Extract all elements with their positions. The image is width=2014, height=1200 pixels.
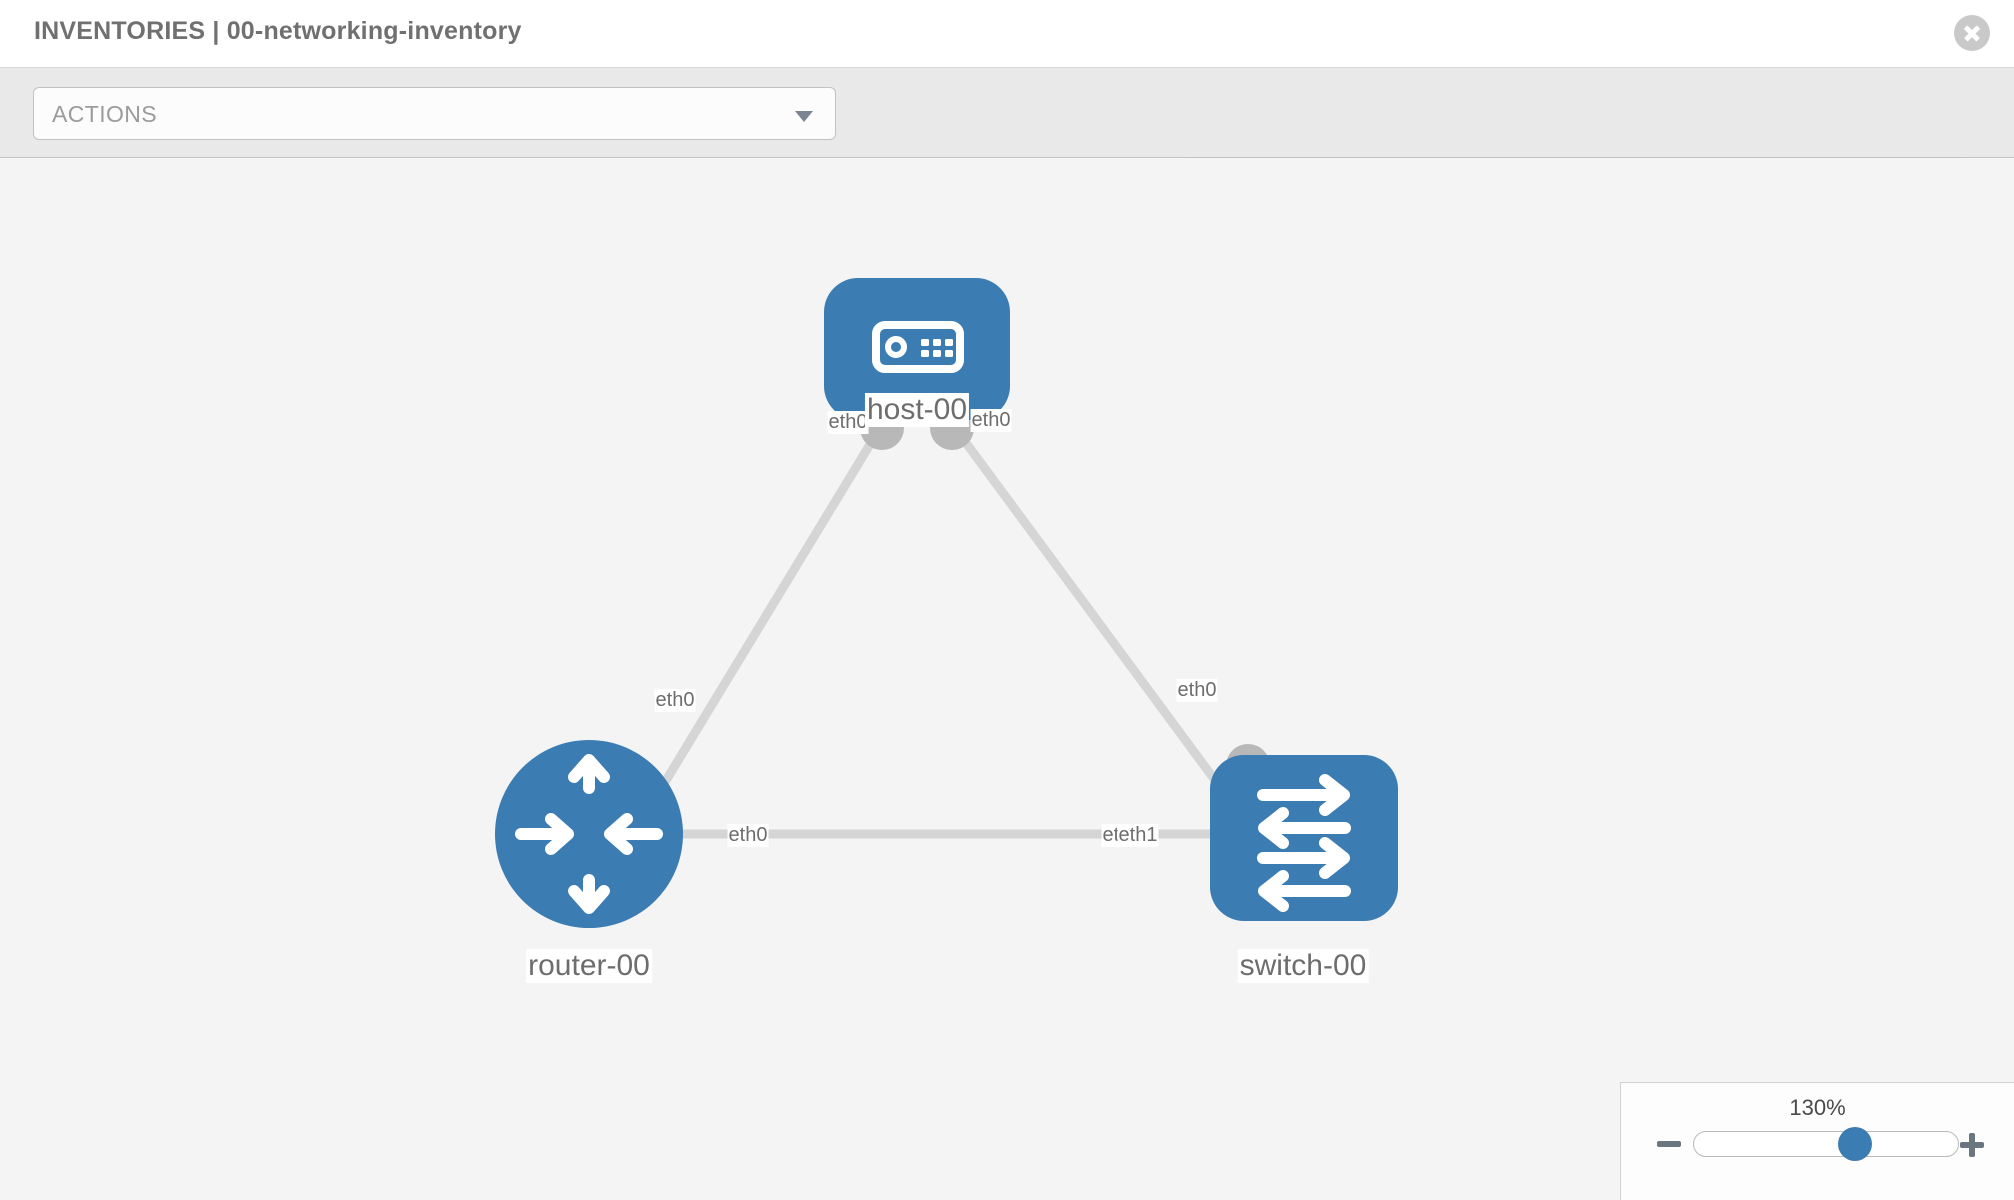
node-router-00[interactable] [495, 740, 683, 928]
interface-label-router-host: eth0 [654, 689, 696, 712]
router-arrows-icon [515, 754, 663, 914]
interface-label-host-switch: eth0 [970, 409, 1012, 432]
node-label-host-00: host-00 [864, 393, 970, 427]
minus-icon[interactable] [1654, 1129, 1684, 1159]
page-title: INVENTORIES | 00-networking-inventory [34, 17, 522, 45]
toolbar: ACTIONS SEARCH [0, 68, 2014, 211]
topology-canvas[interactable]: eth0 eth0 eth0 eth0 eth0 eth0 eth1 host-… [0, 158, 2014, 1200]
node-switch-00[interactable] [1210, 755, 1398, 921]
topology-graph [495, 278, 1398, 928]
node-label-router-00: router-00 [526, 949, 652, 983]
chevron-down-icon [795, 111, 813, 122]
interface-label-host-router: eth0 [827, 411, 869, 434]
close-icon[interactable] [1954, 15, 1990, 51]
actions-dropdown-label: ACTIONS [52, 101, 158, 127]
node-label-switch-00: switch-00 [1237, 949, 1369, 983]
plus-icon[interactable] [1956, 1129, 1988, 1161]
switch-arrows-icon [1257, 774, 1351, 912]
page-header: INVENTORIES | 00-networking-inventory [0, 0, 2014, 68]
zoom-slider[interactable] [1693, 1127, 1959, 1161]
interface-handle-layer [626, 406, 1270, 856]
zoom-level-value: 130% [1789, 1095, 1846, 1120]
server-icon [872, 321, 964, 373]
actions-dropdown[interactable]: ACTIONS [33, 87, 836, 140]
link-layer [621, 425, 1269, 851]
link-host-router[interactable] [621, 425, 884, 851]
zoom-control-panel: 130% [1620, 1082, 2014, 1200]
interface-label-switch-router: eth1 [1117, 824, 1159, 847]
interface-label-switch-host: eth0 [1176, 679, 1218, 702]
zoom-slider-thumb[interactable] [1838, 1127, 1872, 1161]
node-host-00[interactable] [824, 278, 1010, 420]
interface-label-router-switch: eth0 [727, 824, 769, 847]
